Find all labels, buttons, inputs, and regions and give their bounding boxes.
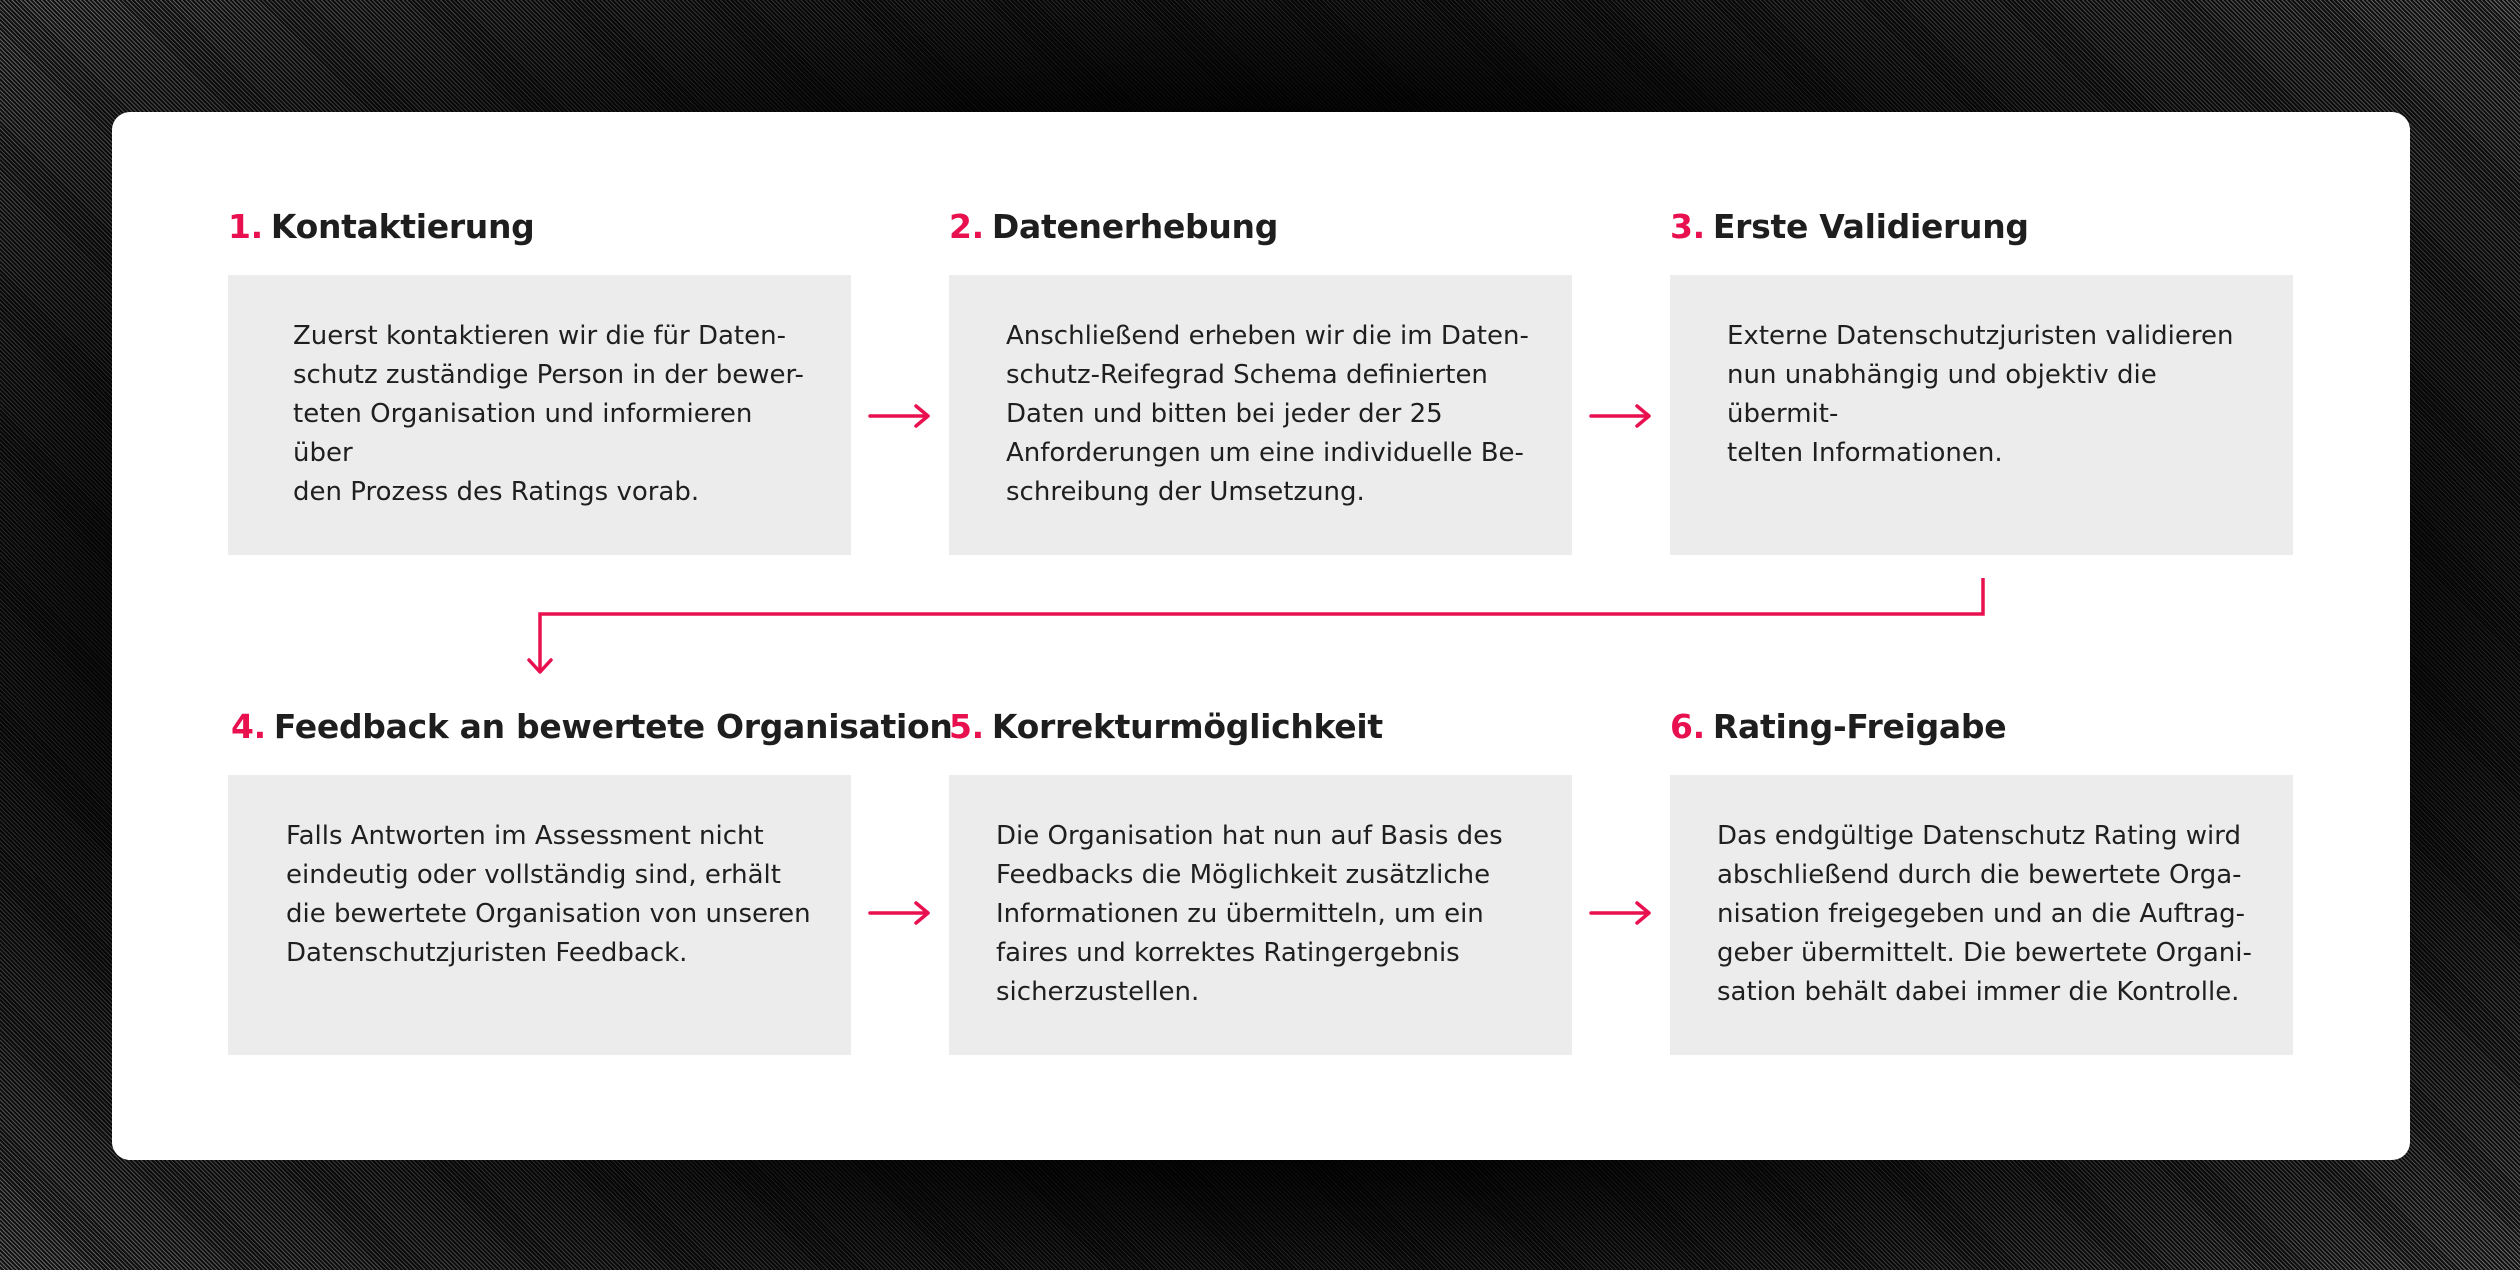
step-title-text: Erste Validierung — [1712, 207, 2029, 246]
step-title: 2.Datenerhebung — [949, 207, 1278, 246]
step-box: Die Organisation hat nun auf Basis des F… — [949, 775, 1572, 1055]
step-title: 4.Feedback an bewertete Organisation — [231, 707, 953, 746]
step-number: 6. — [1670, 707, 1705, 746]
arrow-right-icon — [868, 404, 930, 428]
step-number: 4. — [231, 707, 266, 746]
step-description: Anschließend erheben wir die im Daten- s… — [1006, 321, 1529, 507]
step-description: Die Organisation hat nun auf Basis des F… — [996, 821, 1503, 1007]
step-title-text: Feedback an bewertete Organisation — [273, 707, 953, 746]
arrow-right-icon — [868, 901, 930, 925]
step-box: Externe Datenschutzjuristen validieren n… — [1670, 275, 2293, 555]
step-title-text: Kontaktierung — [270, 207, 535, 246]
step-description: Das endgültige Datenschutz Rating wird a… — [1717, 821, 2252, 1007]
step-title: 3.Erste Validierung — [1670, 207, 2029, 246]
step-title-text: Korrekturmöglichkeit — [991, 707, 1383, 746]
step-title: 1.Kontaktierung — [228, 207, 535, 246]
step-title-text: Datenerhebung — [991, 207, 1279, 246]
process-card: 1.Kontaktierung Zuerst kontaktieren wir … — [112, 112, 2410, 1160]
step-description: Zuerst kontaktieren wir die für Daten- s… — [293, 321, 804, 507]
step-number: 1. — [228, 207, 263, 246]
arrow-right-icon — [1589, 404, 1651, 428]
step-description: Externe Datenschutzjuristen validieren n… — [1727, 321, 2234, 468]
arrow-right-icon — [1589, 901, 1651, 925]
step-number: 2. — [949, 207, 984, 246]
step-box: Falls Antworten im Assessment nicht eind… — [228, 775, 851, 1055]
step-title: 5.Korrekturmöglichkeit — [949, 707, 1383, 746]
elbow-arrow-down-icon — [527, 578, 1985, 674]
step-box: Anschließend erheben wir die im Daten- s… — [949, 275, 1572, 555]
step-box: Das endgültige Datenschutz Rating wird a… — [1670, 775, 2293, 1055]
step-number: 5. — [949, 707, 984, 746]
step-title-text: Rating-Freigabe — [1712, 707, 2007, 746]
step-title: 6.Rating-Freigabe — [1670, 707, 2007, 746]
step-box: Zuerst kontaktieren wir die für Daten- s… — [228, 275, 851, 555]
step-number: 3. — [1670, 207, 1705, 246]
step-description: Falls Antworten im Assessment nicht eind… — [286, 821, 811, 968]
